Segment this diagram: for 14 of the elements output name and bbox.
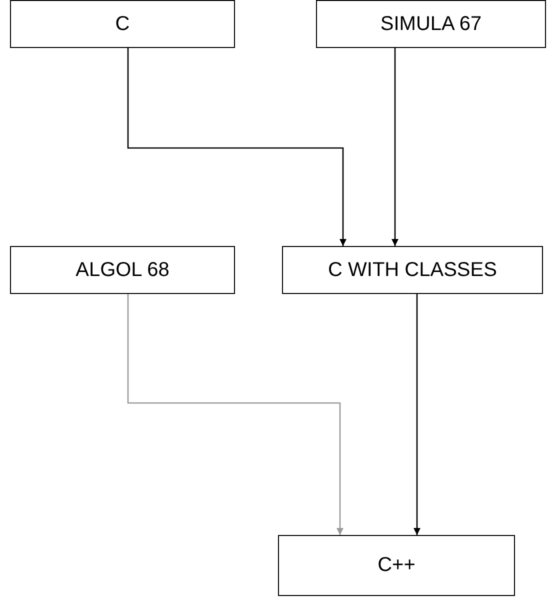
process-box (10, 246, 235, 294)
process-box (10, 0, 235, 48)
arrow (414, 294, 420, 535)
process-box (278, 535, 515, 596)
process-box (316, 0, 546, 48)
arrow (127, 294, 344, 535)
box-label: C (115, 12, 130, 36)
box-label: C++ (378, 554, 416, 577)
box-label: SIMULA 67 (380, 12, 482, 36)
process-box (282, 246, 543, 294)
arrow (392, 48, 398, 246)
arrow (127, 48, 346, 246)
box-label: ALGOL 68 (76, 258, 170, 282)
box-label: C WITH CLASSES (328, 258, 497, 282)
